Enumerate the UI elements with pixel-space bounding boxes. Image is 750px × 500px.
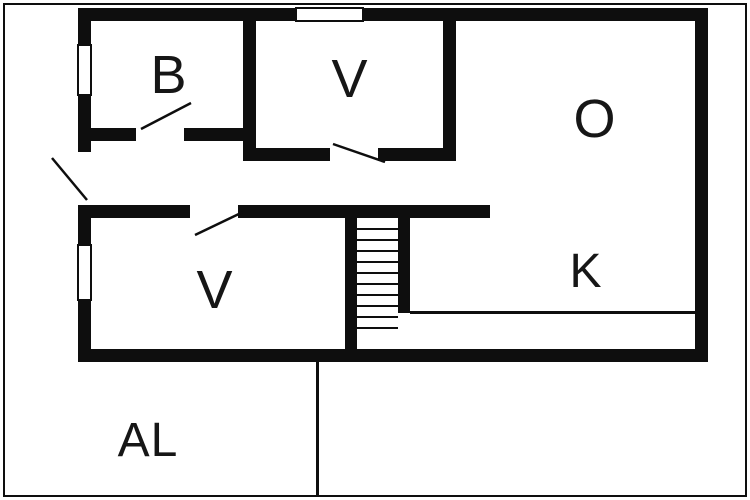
wall-left-segment-1 — [78, 8, 91, 45]
room-b-door-swing-icon — [140, 101, 192, 131]
window-top-icon — [295, 7, 364, 22]
balcony-divider-line — [316, 362, 319, 496]
k-area-boundary-line — [410, 311, 695, 314]
wall-left-segment-4 — [78, 300, 91, 362]
room-label-b: B — [150, 45, 187, 105]
entrance-door-swing-icon — [51, 157, 88, 201]
wall-mid-right-segment — [238, 205, 490, 218]
room-vlower-door-swing-icon — [194, 210, 244, 237]
wall-vtop-bottom-right — [378, 148, 456, 161]
staircase-icon — [357, 228, 398, 329]
wall-top-right-segment — [363, 8, 708, 21]
wall-stair-right — [398, 218, 410, 313]
wall-stair-left — [345, 218, 357, 349]
wall-vtop-bottom-left — [243, 148, 330, 161]
room-label-o: O — [573, 89, 616, 149]
plot-boundary-frame — [3, 3, 747, 497]
window-left-lower-icon — [77, 244, 92, 301]
room-label-k: K — [569, 245, 602, 298]
wall-vtop-right — [443, 8, 456, 161]
wall-b-bottom-left — [91, 128, 136, 141]
window-left-upper-icon — [77, 44, 92, 96]
wall-bottom — [78, 349, 708, 362]
room-label-v-top: V — [331, 49, 368, 109]
room-label-al: AL — [118, 414, 179, 467]
room-vtop-door-swing-icon — [332, 142, 386, 164]
wall-right — [695, 8, 708, 362]
wall-left-segment-2 — [78, 95, 91, 152]
room-label-v-lower: V — [196, 260, 233, 320]
wall-left-segment-3 — [78, 205, 91, 245]
wall-divider-b-v — [243, 8, 256, 161]
wall-b-bottom-right — [184, 128, 243, 141]
wall-mid-left-segment — [91, 205, 190, 218]
wall-top-left-segment — [78, 8, 296, 21]
